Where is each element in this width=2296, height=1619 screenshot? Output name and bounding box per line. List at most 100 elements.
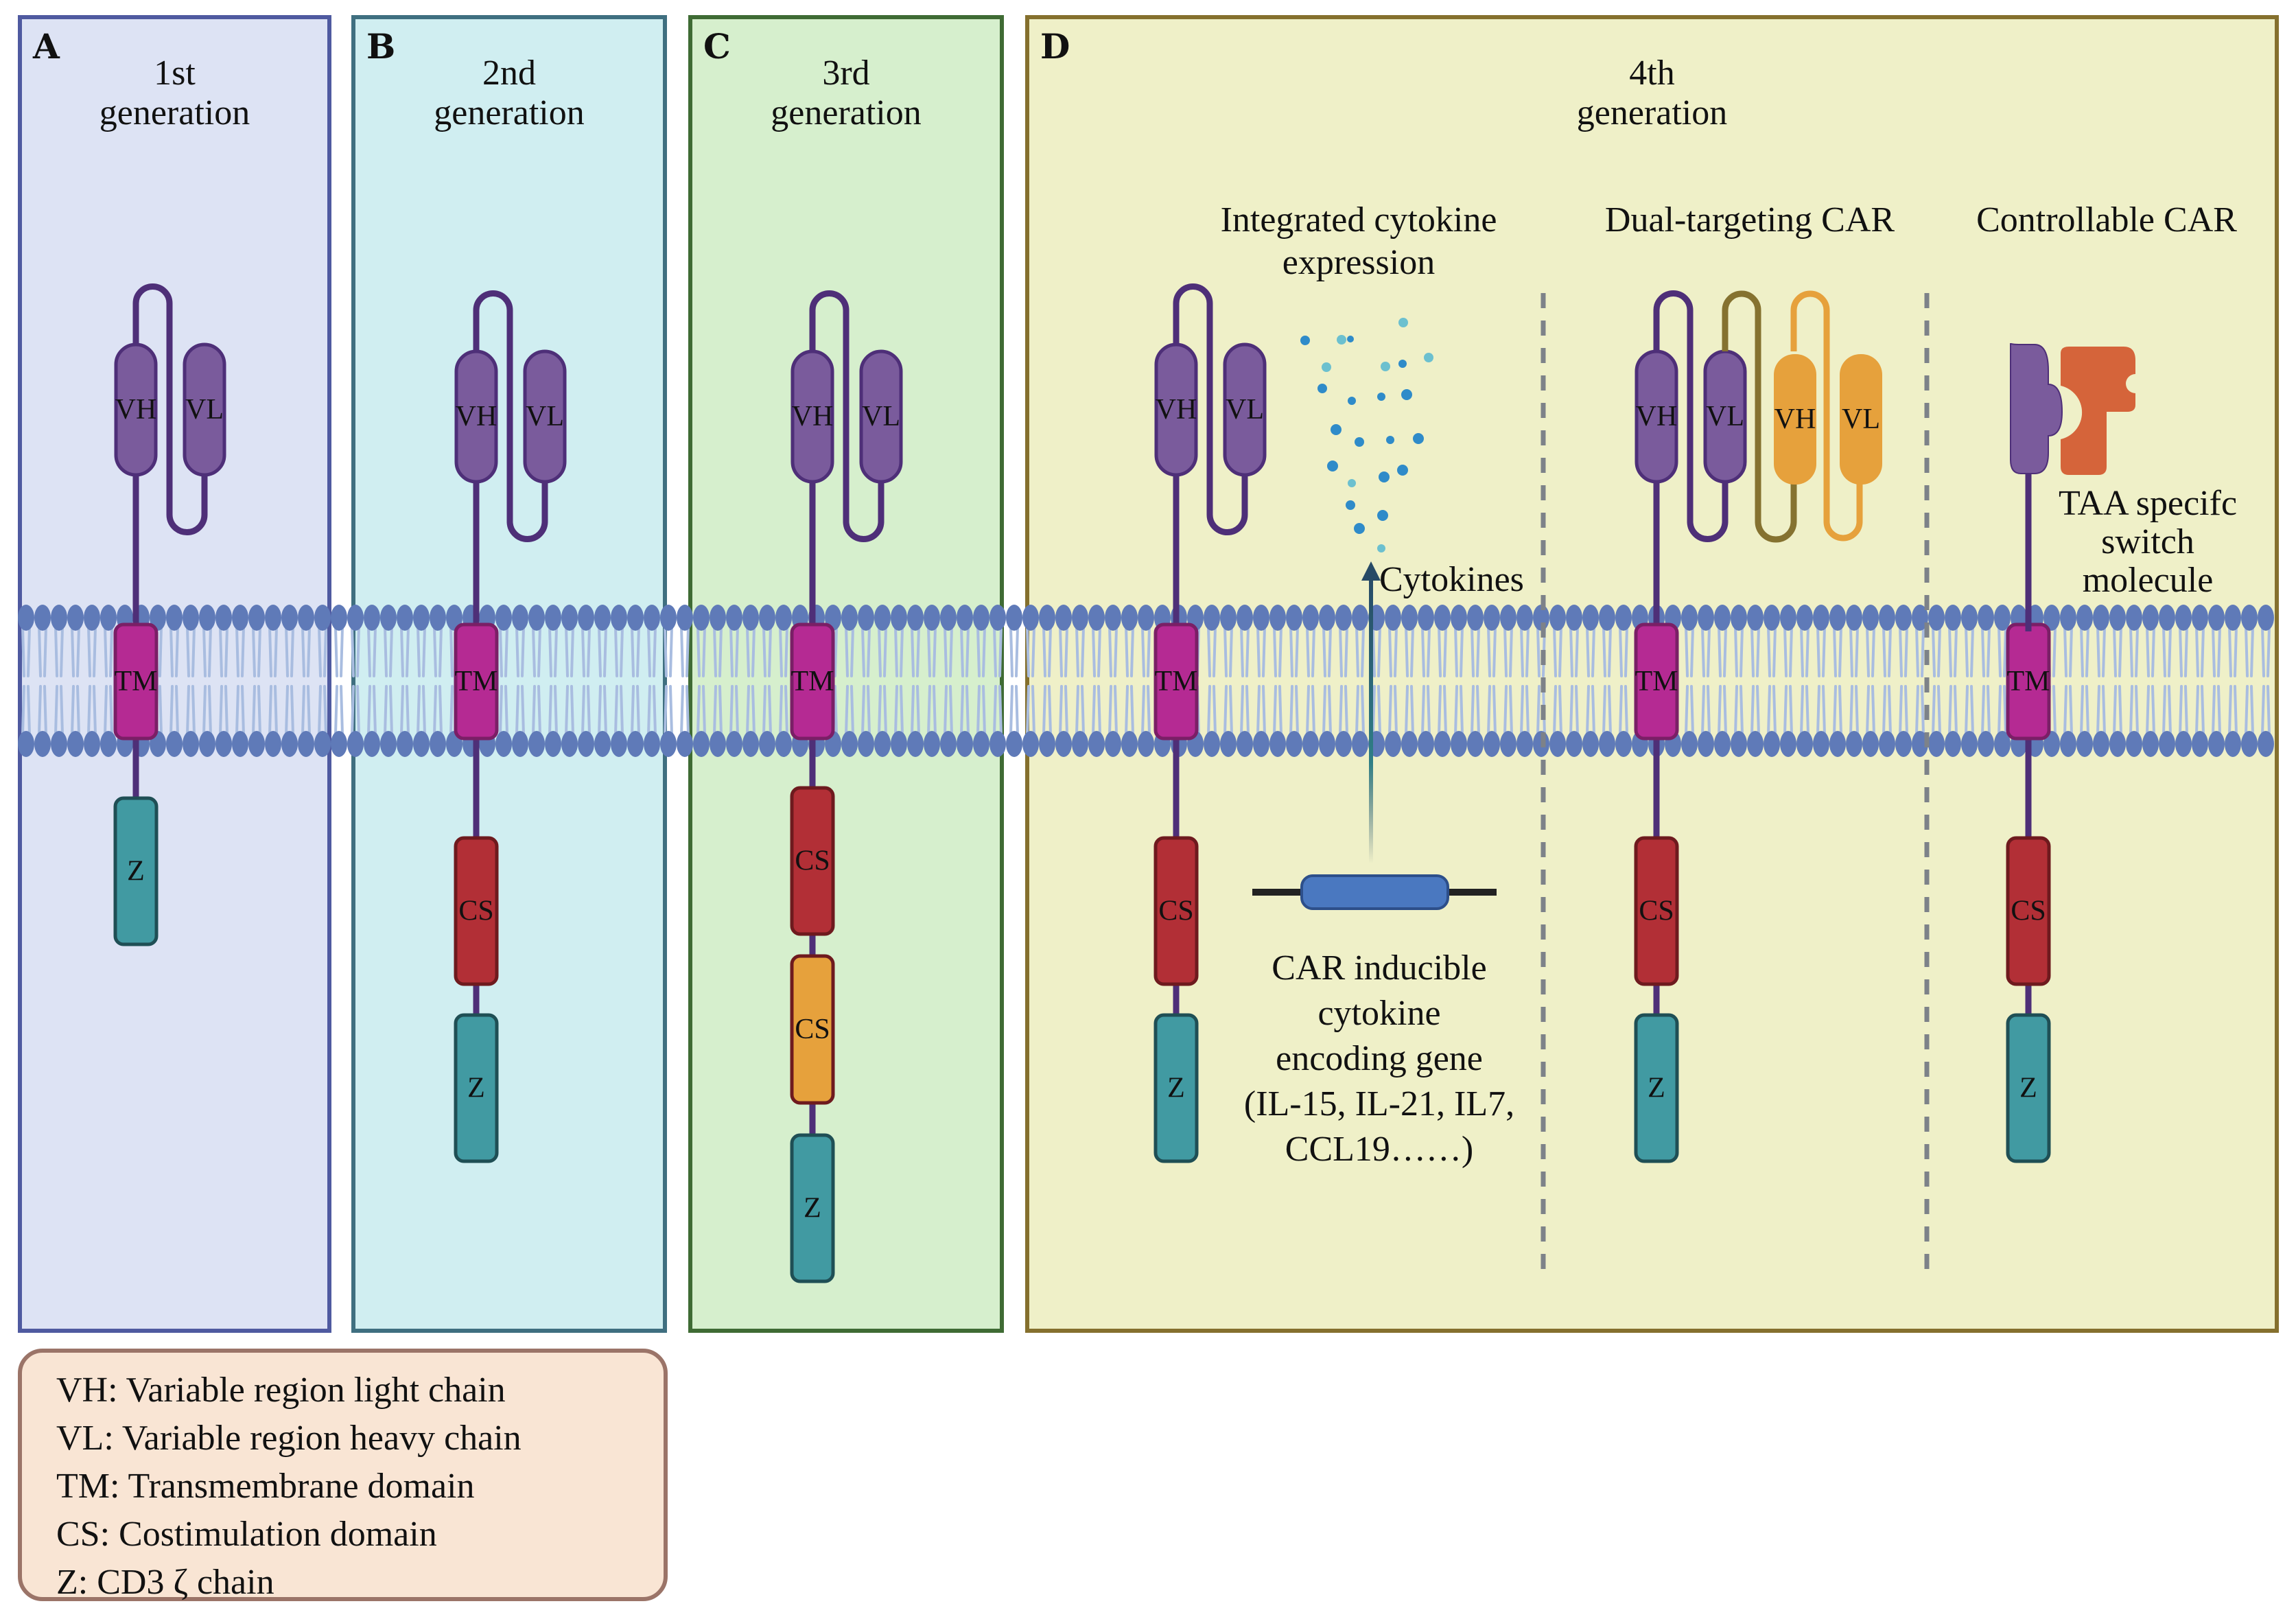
lipid-tail [406,626,410,677]
vl-label: VL [526,401,564,432]
lipid-tail [1888,626,1892,677]
lipid-tail [2129,685,2133,736]
lipid-head [1615,731,1632,757]
lipid-tail [976,626,981,677]
lipid-tail [175,685,179,736]
lipid-head [1813,731,1829,757]
lipid-head [1846,605,1862,631]
lipid-head [1022,605,1039,631]
lipid-head [248,731,265,757]
lipid-head [710,605,726,631]
lipid-tail [1108,685,1112,736]
lipid-tail [71,626,75,677]
lipid-tail [389,685,393,736]
lipid-head [1006,731,1022,757]
lipid-tail [1311,685,1315,736]
lipid-tail [433,626,437,677]
lipid-head [2109,731,2126,757]
lipid-tail [1783,685,1788,736]
linker-loop [1653,290,1729,542]
lipid-tail [71,685,75,736]
panel-letter-c: C [703,26,731,67]
lipid-tail [1525,626,1530,677]
cytokine-particle [1424,353,1433,362]
lipid-tail [1092,685,1096,736]
lipid-tail [186,626,190,677]
lipid-tail [433,685,437,736]
lipid-tail [406,685,410,736]
lipid-tail [21,685,25,736]
lipid-tail [1954,626,1958,677]
lipid-tail [883,626,887,677]
lipid-head [1978,731,1994,757]
lipid-tail [960,626,964,677]
lipid-head [1072,731,1088,757]
lipid-head [1401,731,1418,757]
lipid-tail [998,626,1003,677]
lipid-head [2126,731,2142,757]
lipid-tail [1026,685,1030,736]
lipid-head [430,605,446,631]
lipid-tail [2168,626,2172,677]
lipid-tail [614,685,618,736]
lipid-head [841,605,858,631]
lipid-head [1681,605,1698,631]
vh-label: VH [456,401,497,432]
lipid-tail [1503,685,1508,736]
cytokine-particle [1347,336,1354,342]
lipid-tail [109,626,113,677]
lipid-tail [1147,626,1151,677]
lipid-head [51,731,67,757]
lipid-head [281,605,298,631]
lipid-tail [933,626,937,677]
cytokine-gene [1300,874,1449,910]
lipid-head [1829,731,1846,757]
lipid-head [1780,605,1796,631]
lipid-tail [2085,685,2089,736]
lipid-tail [449,626,454,677]
lipid-tail [1838,685,1842,736]
lipid-tail [1394,626,1398,677]
lipid-head [578,731,594,757]
vl-domain [523,349,567,484]
lipid-head [1731,605,1747,631]
lipid-tail [570,626,574,677]
cytokine-particle [1354,523,1365,534]
lipid-tail [1339,626,1343,677]
lipid-tail [235,626,239,677]
tm-domain [1153,622,1199,741]
lipid-head [265,731,281,757]
lipid-head [2060,731,2076,757]
lipid-head [1072,605,1088,631]
lipid-head [84,605,100,631]
lipid-tail [1608,685,1612,736]
lipid-head [183,731,199,757]
costim-domain [1153,836,1199,986]
lipid-tail [2250,626,2254,677]
lipid-tail [499,626,503,677]
lipid-tail [1970,685,1974,736]
lipid-tail [1114,685,1118,736]
lipid-tail [927,685,931,736]
lipid-tail [680,685,684,736]
lipid-tail [1899,685,1903,736]
lipid-tail [1805,685,1809,736]
lipid-tail [1888,685,1892,736]
lipid-head [1204,731,1220,757]
cytokine-particle [1377,510,1388,521]
lipid-tail [438,685,443,736]
cytokine-particle [1401,389,1412,400]
lipid-tail [1904,626,1908,677]
lipid-tail [1322,685,1326,736]
lipid-head [314,731,331,757]
lipid-tail [1904,685,1908,736]
lipid-tail [1981,626,1985,677]
lipid-tail [2096,626,2100,677]
cd3-zeta-domain-label: Z [804,1193,821,1224]
lipid-tail [1772,626,1777,677]
lipid-head [1714,605,1731,631]
lipid-tail [686,626,690,677]
lipid-tail [2135,626,2139,677]
